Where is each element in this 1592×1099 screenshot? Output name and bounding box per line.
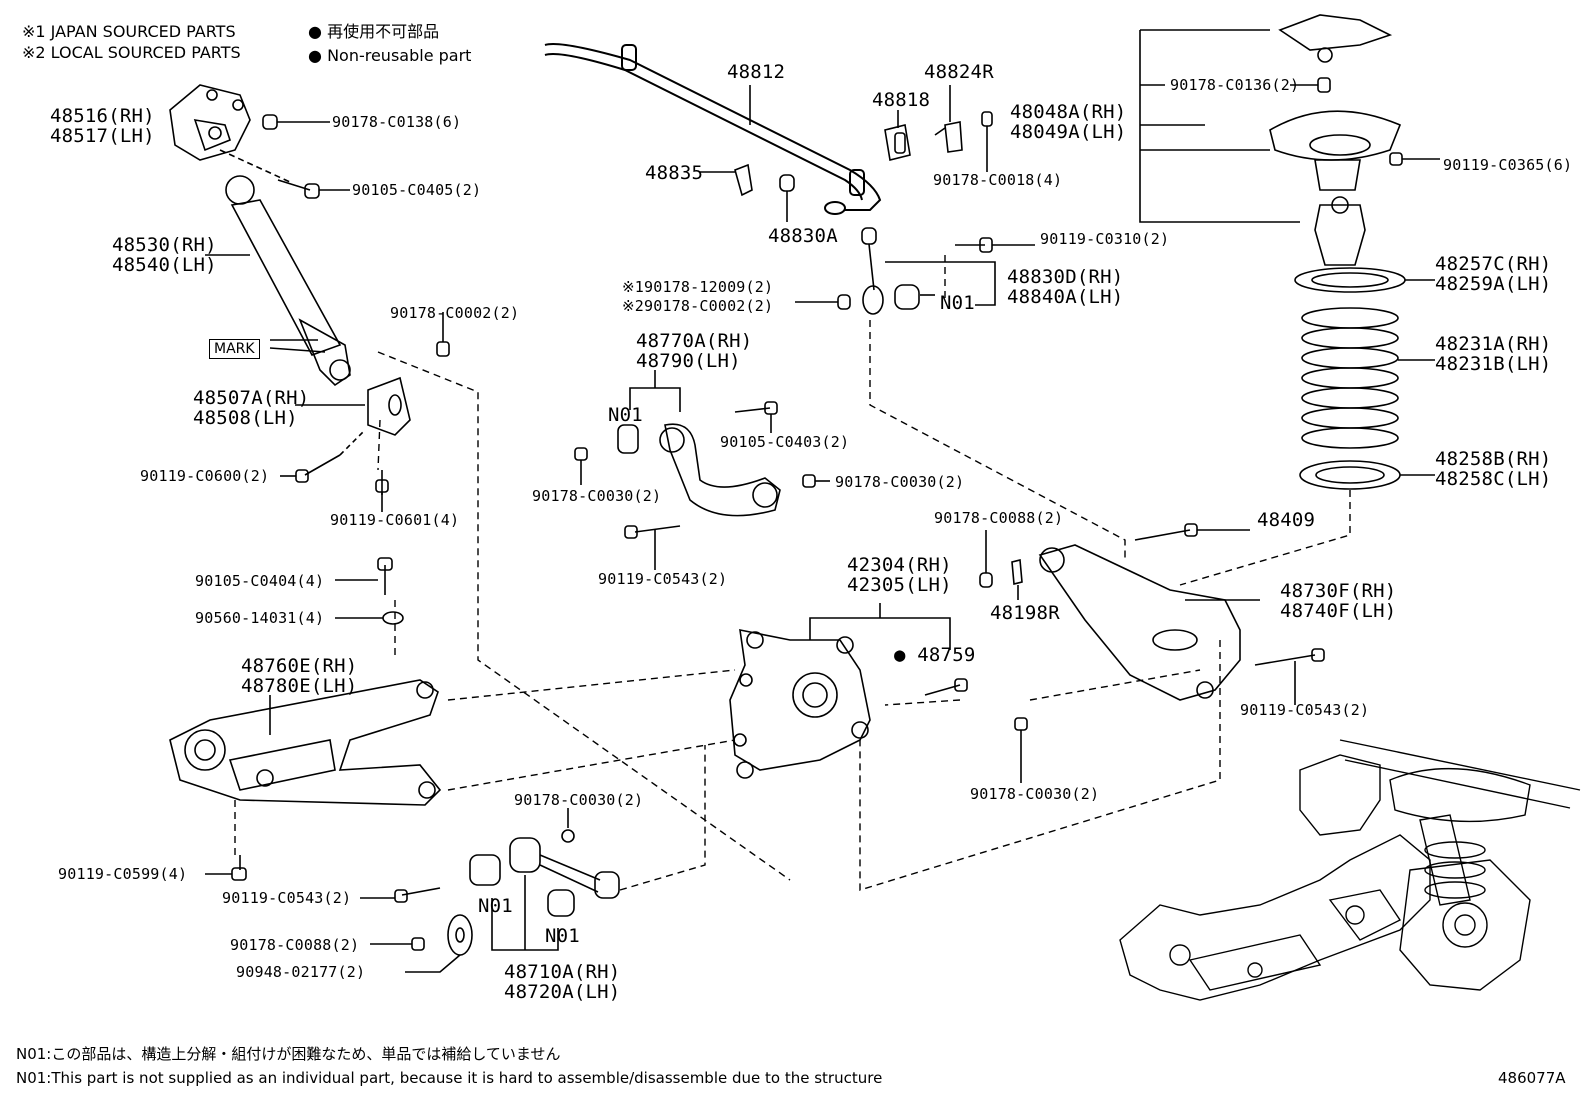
part-90178-C0030-upper-arm-right[interactable]: 90178-C0030(2) <box>835 473 965 491</box>
part-90119-C0600[interactable]: 90119-C0600(2) <box>140 467 270 485</box>
figure-id: 486077A <box>1498 1069 1566 1087</box>
stabilizer-bar <box>544 43 882 215</box>
part-48812[interactable]: 48812 <box>727 61 786 83</box>
part-48780E[interactable]: 48780E(LH) <box>241 675 358 697</box>
n01-label-link-b: N01 <box>545 925 580 947</box>
dashed-guides <box>234 255 1351 891</box>
part-90178-C0136[interactable]: 90178-C0136(2) <box>1170 76 1300 94</box>
part-48231A[interactable]: 48231A(RH) <box>1435 333 1552 355</box>
part-90178-C0002-left[interactable]: 90178-C0002(2) <box>390 304 520 322</box>
assembly-view <box>1119 739 1581 1001</box>
part-90119-C0365[interactable]: 90119-C0365(6) <box>1443 156 1573 174</box>
part-90178-C0030-right[interactable]: 90178-C0030(2) <box>970 785 1100 803</box>
part-90119-C0543-right[interactable]: 90119-C0543(2) <box>1240 701 1370 719</box>
part-48517[interactable]: 48517(LH) <box>50 125 155 147</box>
part-48740F[interactable]: 48740F(LH) <box>1280 600 1397 622</box>
legend-non-reusable-jp: ● 再使用不可部品 <box>308 22 440 41</box>
part-90178-C0030-link[interactable]: 90178-C0030(2) <box>514 791 644 809</box>
part-48730F[interactable]: 48730F(RH) <box>1280 580 1397 602</box>
footnote-n01-en: N01:This part is not supplied as an indi… <box>16 1069 883 1087</box>
part-48835[interactable]: 48835 <box>645 162 704 184</box>
part-90178-C0018[interactable]: 90178-C0018(4) <box>933 171 1063 189</box>
part-48760E[interactable]: 48760E(RH) <box>241 655 358 677</box>
mark-label: MARK <box>209 339 260 359</box>
part-90105-C0404[interactable]: 90105-C0404(4) <box>195 572 325 590</box>
part-42305[interactable]: 42305(LH) <box>847 574 952 596</box>
lower-control-arm <box>169 679 442 806</box>
footnote-n01-jp: N01:この部品は、構造上分解・組付けが困難なため、単品では補給していません <box>16 1045 561 1063</box>
part-48258C[interactable]: 48258C(LH) <box>1435 468 1552 490</box>
legend-local-sourced: ※2 LOCAL SOURCED PARTS <box>22 43 241 62</box>
part-48818[interactable]: 48818 <box>872 89 931 111</box>
upper-control-arm <box>617 423 781 517</box>
part-48830D[interactable]: 48830D(RH) <box>1007 266 1124 288</box>
part-48516[interactable]: 48516(RH) <box>50 105 155 127</box>
part-90948-02177[interactable]: 90948-02177(2) <box>236 963 366 981</box>
lateral-link <box>469 829 620 917</box>
part-90119-C0310[interactable]: 90119-C0310(2) <box>1040 230 1170 248</box>
filled-dot-icon: ● <box>308 22 322 41</box>
upper-mount <box>1269 14 1402 191</box>
part-90178-C0138[interactable]: 90178-C0138(6) <box>332 113 462 131</box>
part-90119-C0543-left[interactable]: 90119-C0543(2) <box>222 889 352 907</box>
trailing-arm <box>1038 544 1241 701</box>
part-48790[interactable]: 48790(LH) <box>636 350 741 372</box>
part-90105-C0403[interactable]: 90105-C0403(2) <box>720 433 850 451</box>
part-48049A[interactable]: 48049A(LH) <box>1010 121 1127 143</box>
shock-absorber <box>225 175 351 387</box>
part-90119-C0599[interactable]: 90119-C0599(4) <box>58 865 188 883</box>
part-90105-C0405[interactable]: 90105-C0405(2) <box>352 181 482 199</box>
n01-label-upper-arm: N01 <box>608 404 643 426</box>
part-90119-C0543-center[interactable]: 90119-C0543(2) <box>598 570 728 588</box>
stabilizer-link <box>861 227 920 315</box>
part-48759[interactable]: ● 48759 <box>894 644 976 666</box>
part-48840A[interactable]: 48840A(LH) <box>1007 286 1124 308</box>
part-90178-C0088-right[interactable]: 90178-C0088(2) <box>934 509 1064 527</box>
part-48540[interactable]: 48540(LH) <box>112 254 217 276</box>
n01-label-link-a: N01 <box>478 895 513 917</box>
non-reusable-dot-icon: ● <box>894 644 906 666</box>
part-48530[interactable]: 48530(RH) <box>112 234 217 256</box>
part-48508[interactable]: 48508(LH) <box>193 407 298 429</box>
part-48824R[interactable]: 48824R <box>924 61 994 83</box>
part-90560-14031[interactable]: 90560-14031(4) <box>195 609 325 627</box>
part-48507A[interactable]: 48507A(RH) <box>193 387 310 409</box>
part-48258B[interactable]: 48258B(RH) <box>1435 448 1552 470</box>
part-48259A[interactable]: 48259A(LH) <box>1435 273 1552 295</box>
legend-japan-sourced: ※1 JAPAN SOURCED PARTS <box>22 22 236 41</box>
steering-knuckle <box>729 628 871 779</box>
part-48198R[interactable]: 48198R <box>990 602 1060 624</box>
part-42304[interactable]: 42304(RH) <box>847 554 952 576</box>
part-48830A[interactable]: 48830A <box>768 225 838 247</box>
part-48770A[interactable]: 48770A(RH) <box>636 330 753 352</box>
legend-non-reusable-en: ● Non-reusable part <box>308 46 472 65</box>
part-48257C[interactable]: 48257C(RH) <box>1435 253 1552 275</box>
part-48720A[interactable]: 48720A(LH) <box>504 981 621 1003</box>
part-48231B[interactable]: 48231B(LH) <box>1435 353 1552 375</box>
n01-label-stabilizer-link: N01 <box>940 292 975 314</box>
part-48048A[interactable]: 48048A(RH) <box>1010 101 1127 123</box>
part-90178-C0088-left[interactable]: 90178-C0088(2) <box>230 936 360 954</box>
filled-dot-icon: ● <box>308 46 322 65</box>
part-48409[interactable]: 48409 <box>1257 509 1316 531</box>
upper-shock-bracket <box>169 84 251 161</box>
lower-shock-bracket <box>367 376 411 436</box>
coil-spring <box>1301 307 1399 449</box>
part-90178-12009[interactable]: ※190178-12009(2) <box>622 278 774 296</box>
part-90178-C0002-center[interactable]: ※290178-C0002(2) <box>622 297 774 315</box>
part-90119-C0601[interactable]: 90119-C0601(4) <box>330 511 460 529</box>
part-48710A[interactable]: 48710A(RH) <box>504 961 621 983</box>
part-90178-C0030-upper-arm-left[interactable]: 90178-C0030(2) <box>532 487 662 505</box>
